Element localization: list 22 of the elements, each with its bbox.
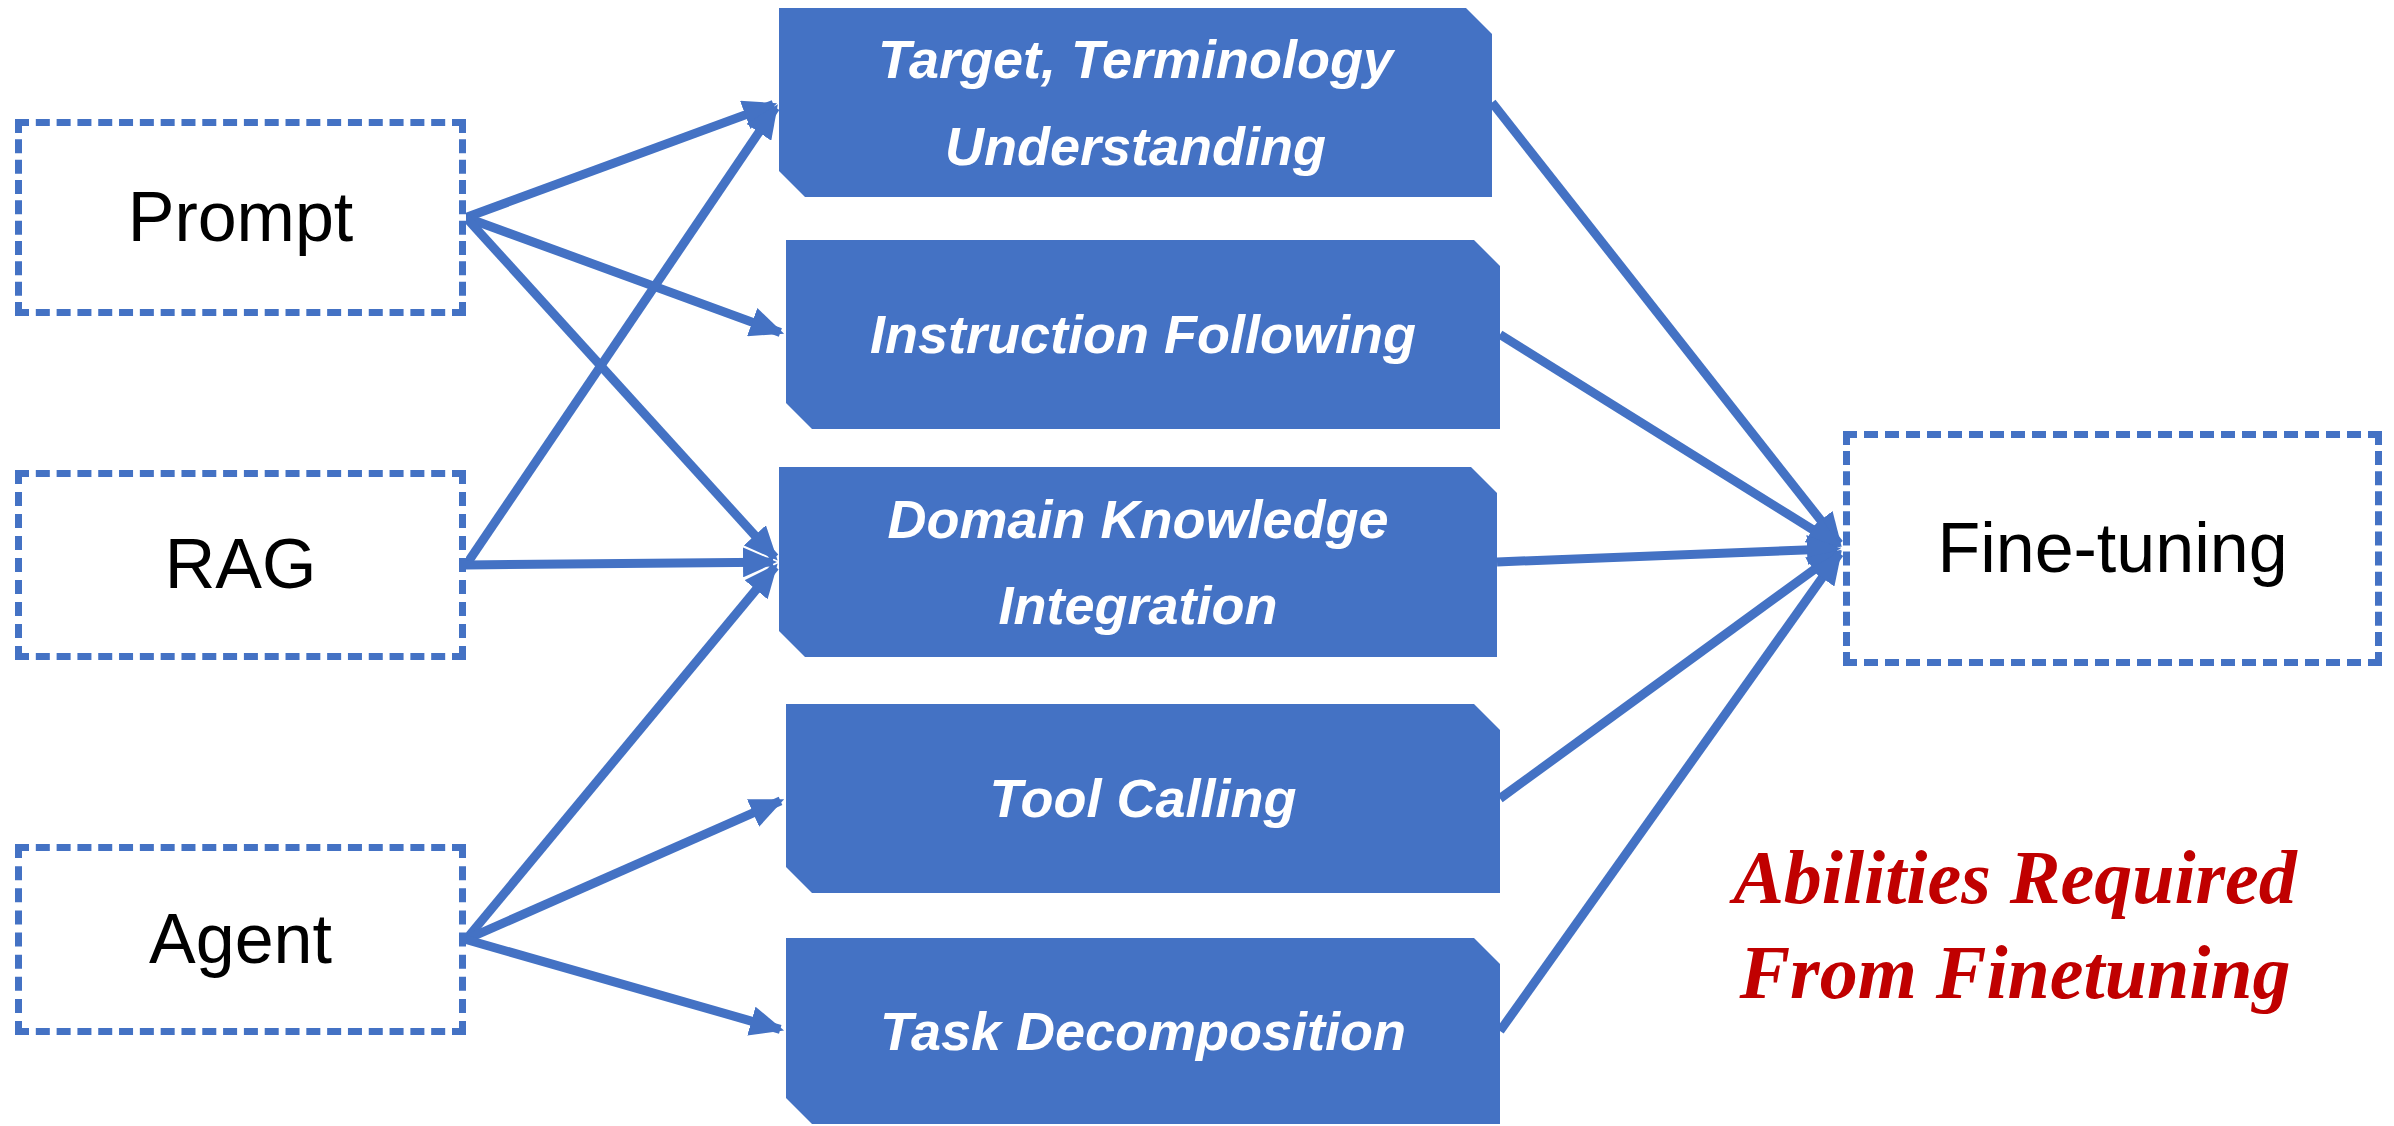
note-text: Abilities Required From Finetuning [1650, 830, 2380, 1020]
arrow [465, 547, 777, 578]
box-label: Prompt [127, 176, 354, 258]
dashed-box [15, 119, 466, 316]
box-label: RAG [164, 524, 317, 606]
process-box [779, 467, 1497, 657]
dashed-box [15, 470, 466, 660]
box-label: Target, Terminology Understanding [876, 28, 1396, 178]
box-label: Fine-tuning [1937, 507, 2288, 589]
arrow [1496, 534, 1841, 567]
process-box [786, 240, 1500, 429]
box-label: Domain Knowledge Integration [886, 487, 1390, 637]
arrow [464, 935, 785, 1036]
dashed-box [15, 844, 466, 1035]
box-label: Tool Calling [989, 767, 1297, 831]
box-label: Task Decomposition [879, 999, 1407, 1063]
box-label: Instruction Following [870, 303, 1416, 367]
process-box [786, 938, 1500, 1124]
dashed-box [1843, 431, 2382, 666]
process-box [779, 8, 1492, 197]
process-box [786, 704, 1500, 893]
box-label: Agent [149, 898, 332, 980]
